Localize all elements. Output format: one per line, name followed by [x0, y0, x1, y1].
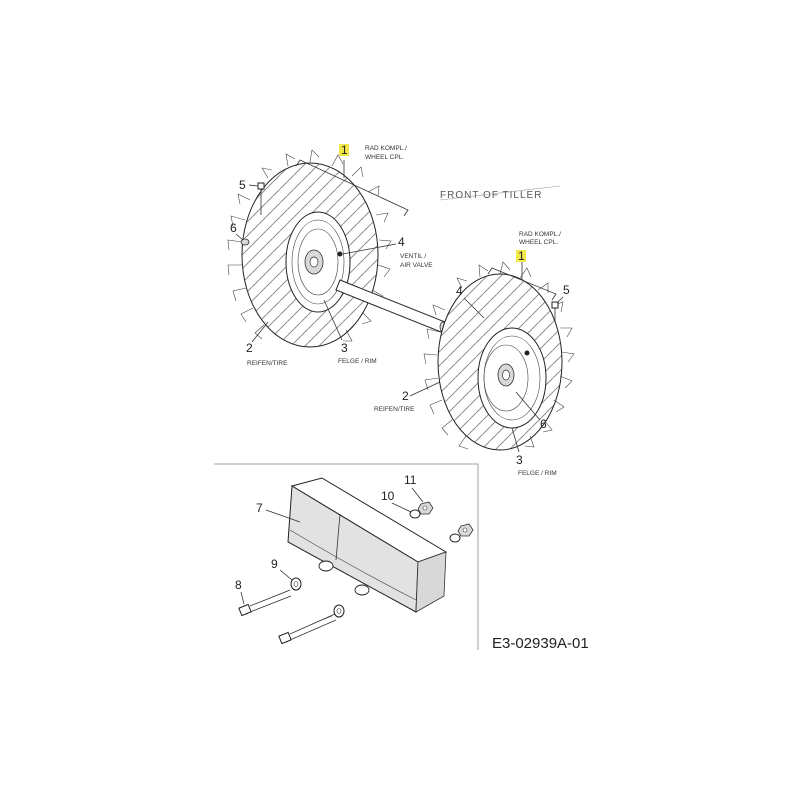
left-nut-6: [240, 238, 250, 246]
highlight-left-1: [339, 144, 349, 156]
bracket-left: [295, 159, 409, 217]
left-wheel-assembly: [227, 149, 392, 348]
weight-block: [287, 477, 448, 613]
bolt-8-upper: [238, 589, 292, 617]
right-tire-lugs: [423, 261, 575, 450]
right-label-3: 3: [516, 453, 523, 467]
label-7: 7: [256, 501, 263, 515]
right-bolt-5: [551, 301, 559, 322]
right-wheel-assembly: [423, 261, 575, 451]
left-label-1: 1: [341, 143, 348, 157]
right-valve: [524, 350, 530, 356]
nut-11-lower: [457, 523, 474, 537]
left-label-1-line2: WHEEL CPL.: [365, 154, 404, 161]
right-label-4: 4: [456, 284, 463, 298]
right-label-1: 1: [518, 249, 525, 263]
right-label-2: 2: [402, 389, 409, 403]
right-label-5: 5: [563, 283, 570, 297]
left-label-3-text: FELGE / RIM: [338, 358, 377, 365]
label-8: 8: [235, 578, 242, 592]
right-label-6: 6: [540, 417, 547, 431]
left-label-2: 2: [246, 341, 253, 355]
drawing-code: E3-02939A-01: [492, 635, 589, 652]
left-label-2-text: REIFEN/TIRE: [247, 360, 288, 367]
right-label-1-line2: WHEEL CPL.: [519, 239, 558, 246]
bracket-right: [487, 262, 557, 301]
right-label-2-text: REIFEN/TIRE: [374, 406, 415, 413]
highlight-right-1: [516, 250, 526, 262]
washer-10-lower: [449, 533, 461, 543]
label-11: 11: [404, 473, 417, 487]
left-label-3: 3: [341, 341, 348, 355]
weight-kit-frame: [214, 463, 479, 650]
washer-10-upper: [409, 509, 421, 519]
left-label-4-line2: AIR VALVE: [400, 262, 433, 269]
bolt-8-lower: [278, 613, 337, 645]
left-label-1-line1: RAD KOMPL./: [365, 145, 407, 152]
right-label-3-text: FELGE / RIM: [518, 470, 557, 477]
left-label-6: 6: [230, 221, 237, 235]
left-valve: [337, 251, 343, 257]
label-10: 10: [381, 489, 395, 503]
right-label-1-line1: RAD KOMPL./: [519, 231, 561, 238]
left-label-4-line1: VENTIL /: [400, 253, 426, 260]
nut-11-upper: [417, 501, 434, 515]
label-9: 9: [271, 557, 278, 571]
left-tire-lugs: [227, 149, 392, 342]
left-label-4: 4: [398, 235, 405, 249]
front-of-tiller-note: FRONT OF TILLER: [440, 190, 542, 201]
left-label-5: 5: [239, 178, 246, 192]
